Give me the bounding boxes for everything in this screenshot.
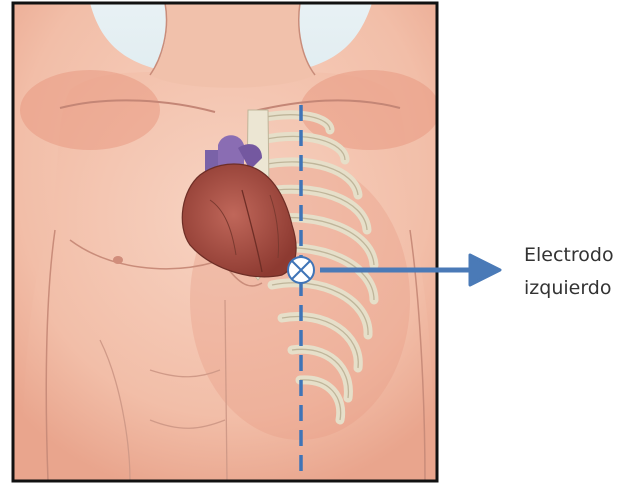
electrode-label-line-2: izquierdo bbox=[524, 279, 612, 298]
neck bbox=[150, 3, 315, 88]
electrode-label-line-1: Electrodo bbox=[524, 246, 614, 265]
electrode-marker-icon bbox=[288, 257, 314, 283]
